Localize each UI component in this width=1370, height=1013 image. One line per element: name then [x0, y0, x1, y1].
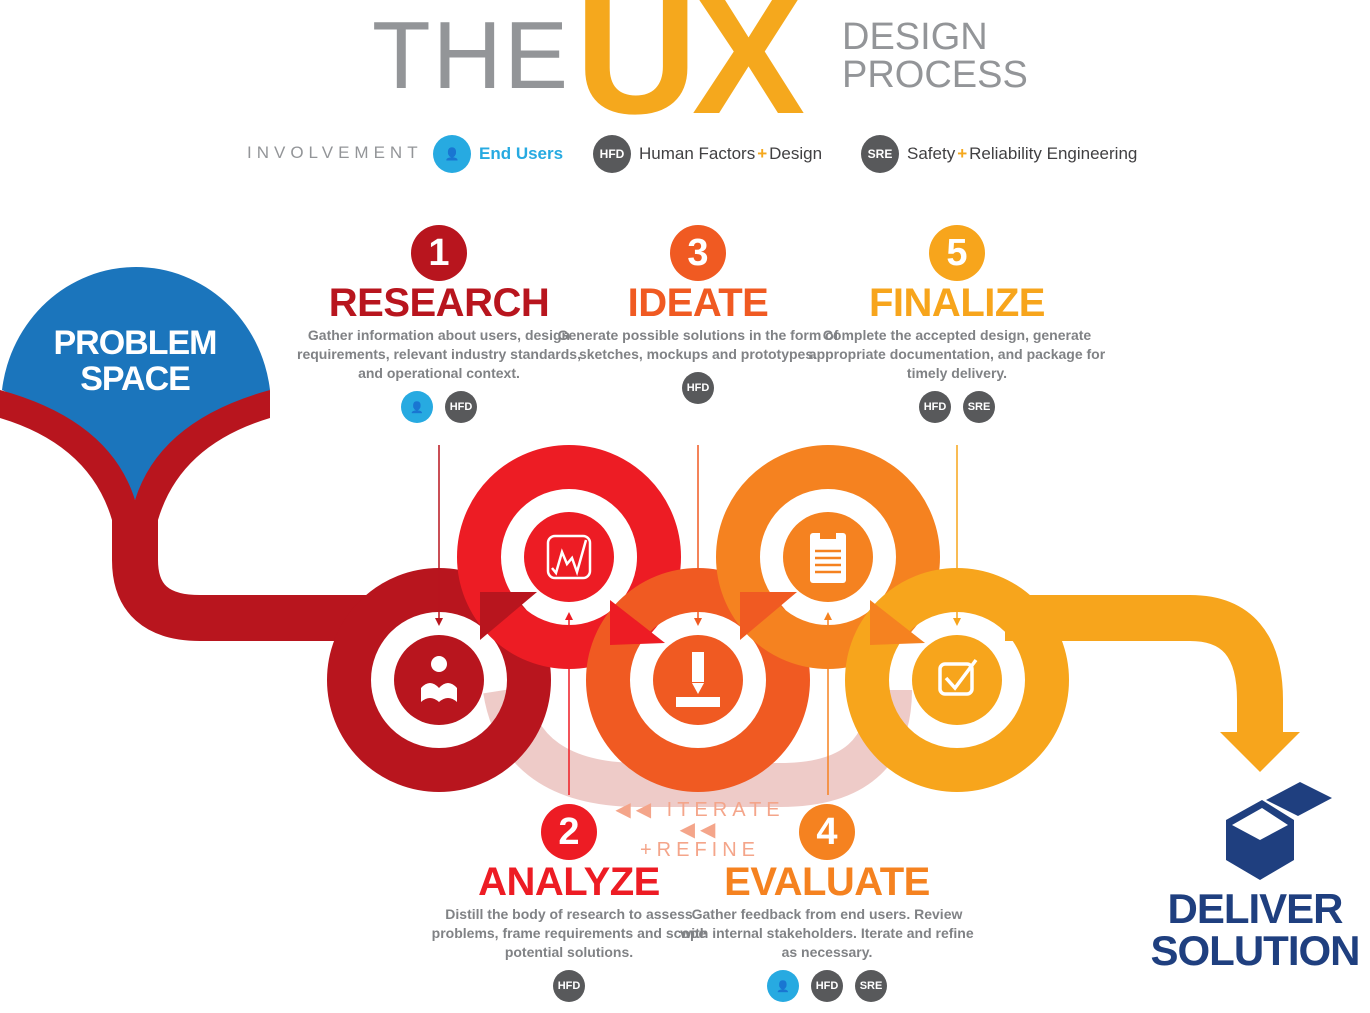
involvement-label: INVOLVEMENT [247, 143, 423, 162]
exit-arrowhead [1220, 732, 1300, 772]
step-title: IDEATE [627, 281, 769, 325]
sre-badge: SRE [861, 135, 899, 173]
step-title: RESEARCH [328, 281, 550, 325]
step-number: 1 [411, 225, 467, 281]
title-line-2: PROCESS [842, 54, 1028, 96]
iterate-line-2: +REFINE [639, 839, 761, 861]
hfd-badge: HFD [445, 391, 477, 423]
problem-space-band [0, 390, 270, 520]
hfd-badge: HFD [811, 970, 843, 1002]
iterate-line-1: ◀◀ ITERATE ◀◀ [615, 799, 785, 841]
exit-path [1005, 595, 1283, 735]
problem-space-dome [2, 267, 270, 500]
user-icon: 👤 [401, 391, 433, 423]
arrowhead-research [480, 592, 537, 640]
clipboard-icon [810, 529, 846, 583]
step-research: 1 RESEARCH Gather information about user… [289, 225, 589, 423]
pencil-ruler-icon [676, 652, 720, 707]
hfd-badge: HFD [593, 135, 631, 173]
title-the: THE [372, 2, 570, 109]
step-analyze: 2 ANALYZE Distill the body of research t… [419, 804, 719, 1002]
step-number: 2 [541, 804, 597, 860]
step-description: Gather information about users, design r… [297, 327, 581, 381]
user-icon: 👤 [433, 135, 471, 173]
hfd-badge: HFD [682, 372, 714, 404]
legend-sre: SRE Safety+Reliability Engineering [861, 135, 1137, 173]
plus-icon: + [957, 144, 968, 163]
legend-hfd-b: Design [769, 144, 823, 163]
reader-book-icon [421, 656, 457, 702]
problem-space-line-1: PROBLEM [53, 324, 218, 362]
step-title: ANALYZE [478, 860, 660, 904]
title-line-1: DESIGN [842, 16, 988, 58]
step-number: 3 [670, 225, 726, 281]
step-description: Complete the accepted design, generate a… [808, 327, 1106, 381]
step-title: FINALIZE [869, 281, 1045, 325]
step-number: 4 [799, 804, 855, 860]
plus-icon: + [757, 144, 768, 163]
user-icon: 👤 [767, 970, 799, 1002]
arrowhead-analyze [610, 600, 665, 645]
hfd-badge: HFD [919, 391, 951, 423]
deliver-line-1: DELIVER [1167, 885, 1343, 932]
step-description: Distill the body of research to assess p… [431, 906, 707, 960]
arrowhead-ideate [740, 592, 797, 640]
step-evaluate: 4 EVALUATE Gather feedback from end user… [677, 804, 977, 1002]
step-title: EVALUATE [724, 860, 930, 904]
problem-space-line-2: SPACE [80, 360, 191, 398]
legend-sre-b: Reliability Engineering [969, 144, 1138, 163]
step-number: 5 [929, 225, 985, 281]
step-ideate: 3 IDEATE Generate possible solutions in … [548, 225, 848, 404]
sre-badge: SRE [963, 391, 995, 423]
package-box-icon [1226, 782, 1332, 880]
checkbox-icon [938, 658, 978, 696]
legend-hfd: HFD Human Factors+Design [593, 135, 822, 173]
iterate-refine-label: ◀◀ ITERATE ◀◀+REFINE [600, 800, 800, 860]
entry-path [112, 500, 380, 641]
legend-hfd-a: Human Factors [639, 144, 756, 163]
legend-end-users-label: End Users [479, 144, 564, 163]
chart-monitor-icon [546, 534, 592, 580]
title-ux: UX [575, 0, 805, 150]
step-finalize: 5 FINALIZE Complete the accepted design,… [807, 225, 1107, 423]
sre-badge: SRE [855, 970, 887, 1002]
arrowhead-evaluate [870, 600, 925, 645]
hfd-badge: HFD [553, 970, 585, 1002]
step-description: Generate possible solutions in the form … [557, 327, 839, 362]
deliver-line-2: SOLUTION [1150, 927, 1361, 974]
step-description: Gather feedback from end users. Review w… [680, 906, 974, 960]
legend-end-users: 👤 End Users [433, 135, 563, 173]
legend-sre-a: Safety [907, 144, 956, 163]
